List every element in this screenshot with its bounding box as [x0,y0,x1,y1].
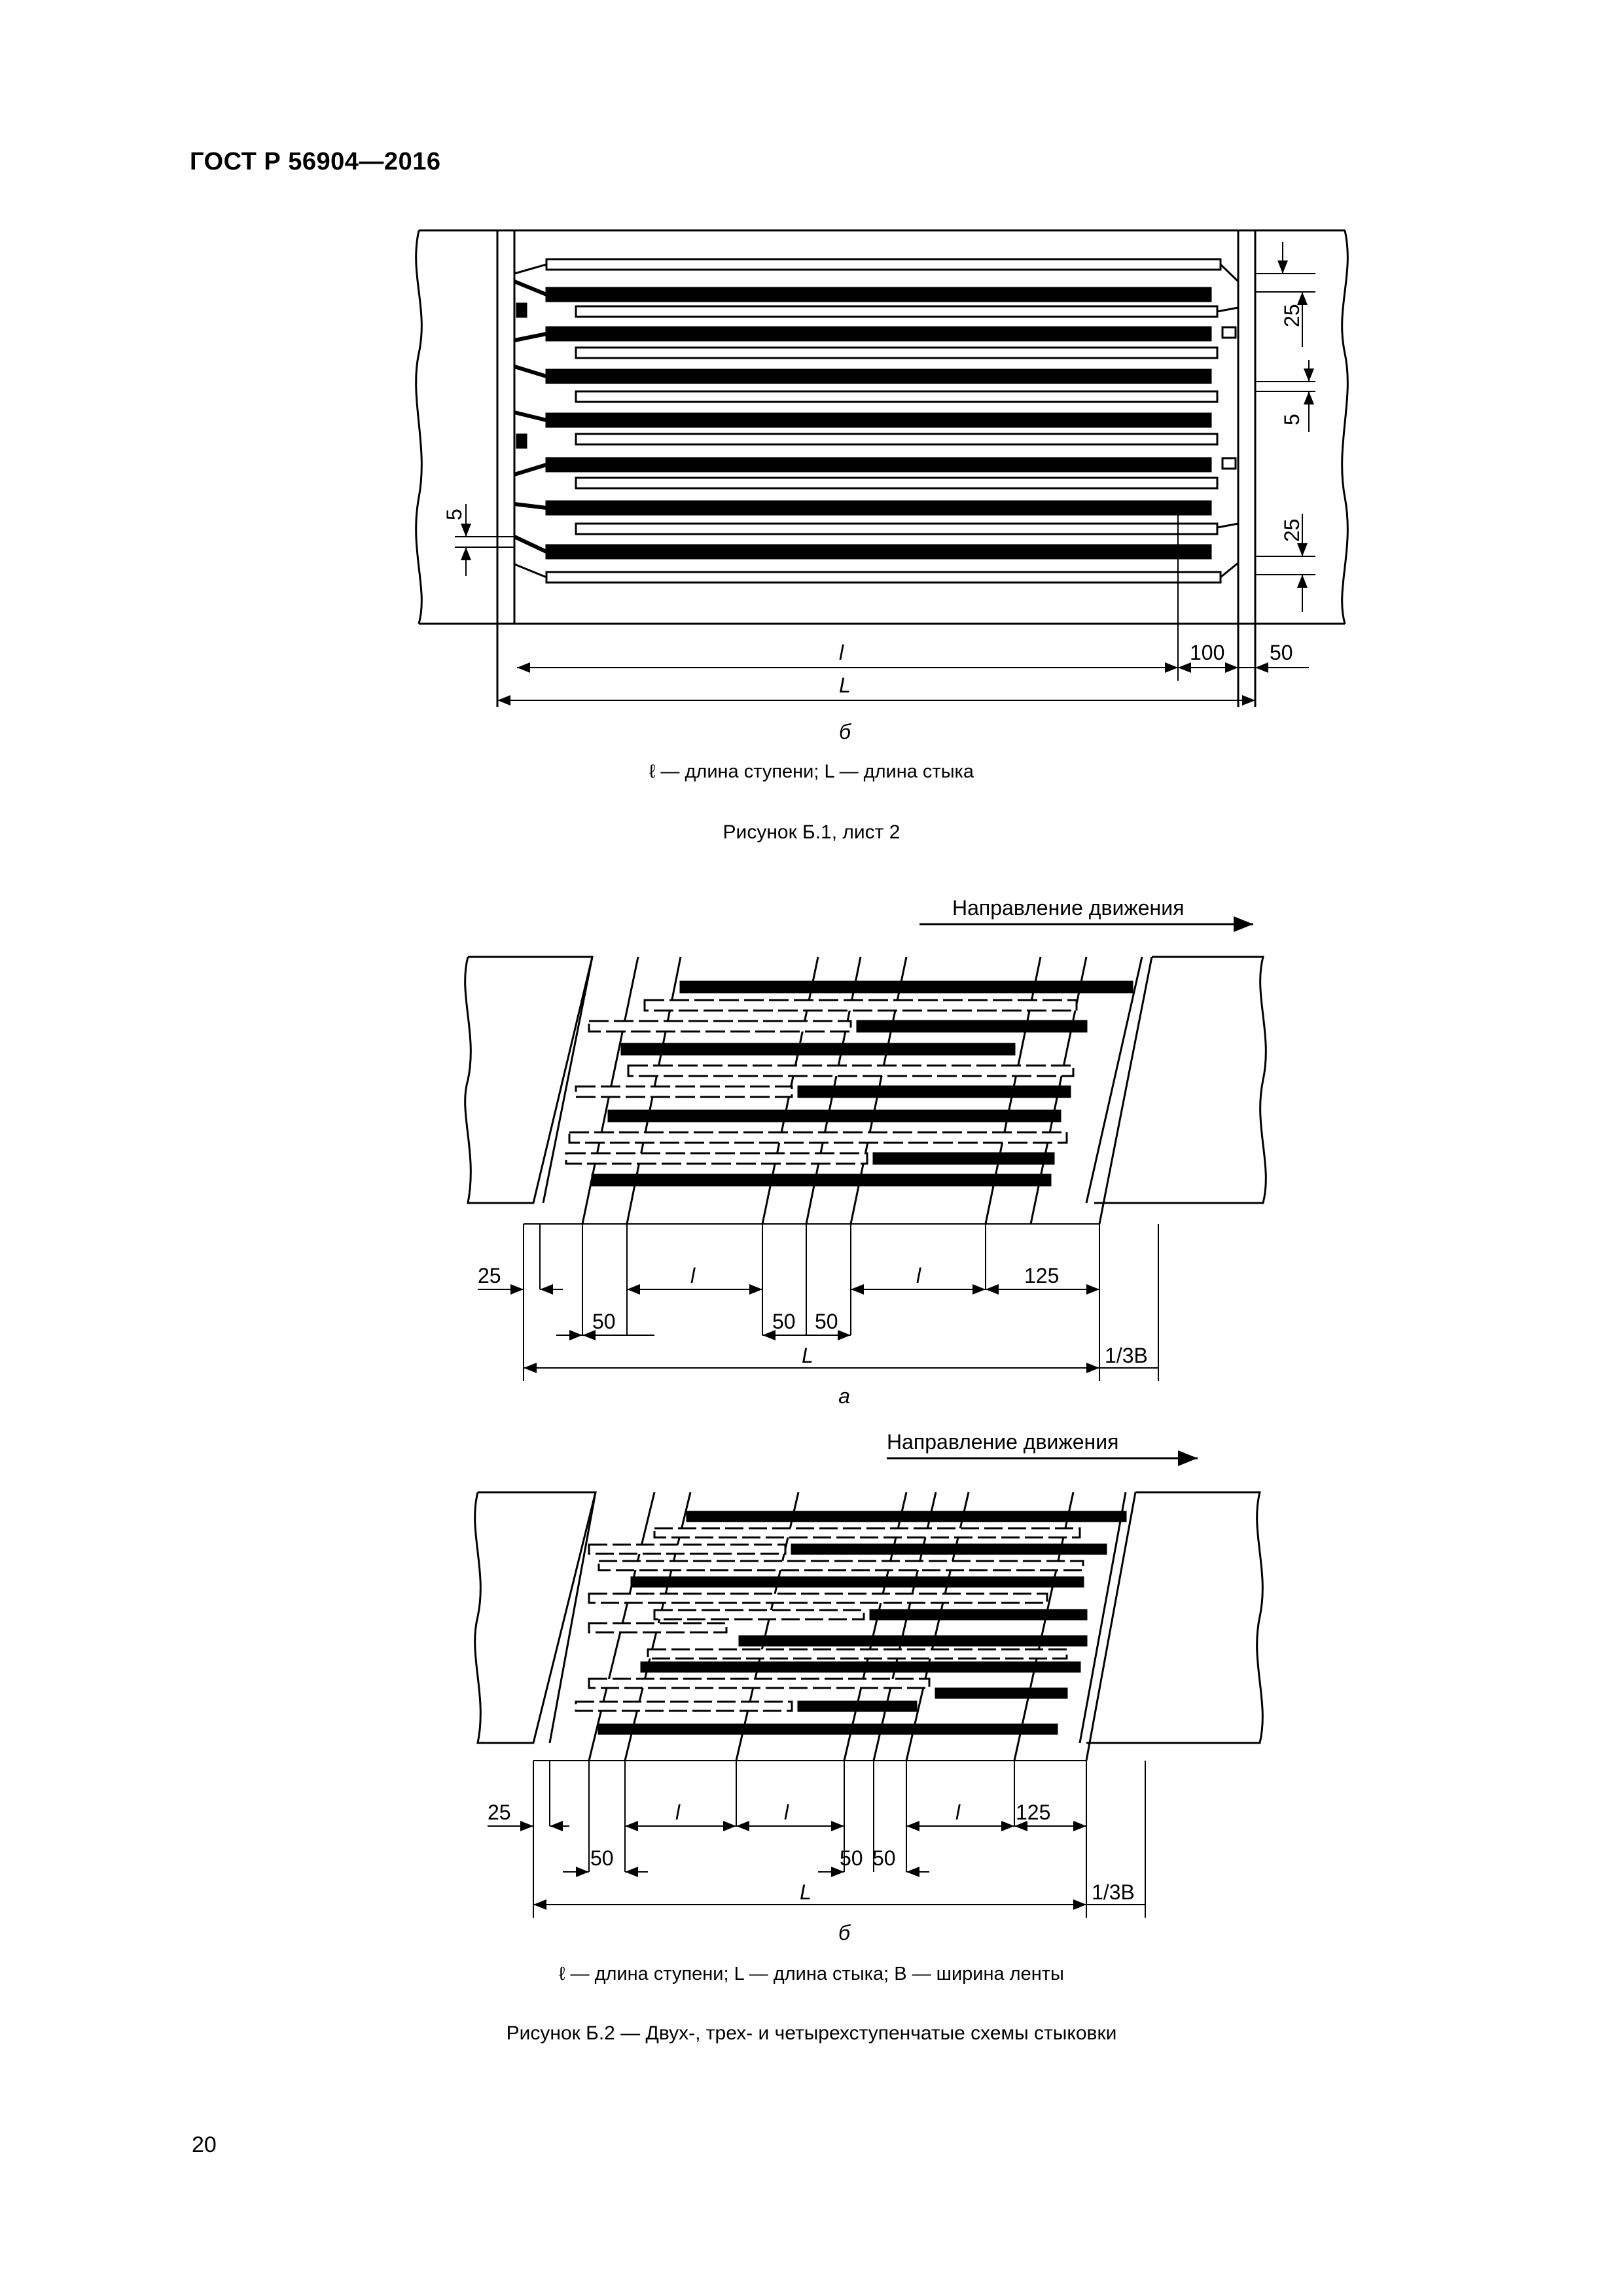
fig2b-dim-50-left: 50 [590,1846,614,1870]
dim-5-right: 5 [1280,414,1304,425]
fig2b-direction-label: Направление движения [887,1430,1118,1454]
dim-25-bottom: 25 [1280,518,1304,542]
fig2b-dim-50-mid2: 50 [872,1846,896,1870]
fig2b-dim-l1: l [675,1801,681,1824]
fig2a-dim-l2: l [916,1264,921,1287]
figure-b1-drawing: 25 5 25 5 l 100 50 L [415,229,1349,707]
fig2a-dim-50-left: 50 [592,1310,616,1333]
fig2b-dim-b3: 1/3B [1092,1880,1135,1904]
figure1-caption: Рисунок Б.1, лист 2 [722,821,901,843]
dim-5-left: 5 [442,509,466,520]
fig2b-dim-l2: l [784,1801,789,1824]
fig2a-dim-l1: l [690,1264,696,1287]
figure2-legend: ℓ — длина ступени; L — длина стыка; B — … [559,1964,1064,1984]
fig2a-dim-joint: L [802,1344,813,1367]
dim-100: 100 [1190,641,1224,664]
dim-50: 50 [1270,641,1293,664]
fig2a-dim-50-mid1: 50 [772,1310,796,1333]
fig2b-dim-125: 125 [1016,1801,1050,1824]
figure1-sublabel: б [839,720,851,744]
fig2b-dim-l3: l [955,1801,961,1824]
fig2a-dim-b3: 1/3B [1105,1344,1148,1367]
dim-step-length: l [839,641,844,664]
figure2b-sublabel: б [838,1921,850,1945]
figure2a-sublabel: а [838,1384,850,1408]
fig2a-dim-25: 25 [478,1264,501,1287]
fig2a-dim-125: 125 [1024,1264,1059,1287]
fig2a-dim-50-mid2: 50 [815,1310,838,1333]
dim-joint-length: L [839,673,851,697]
fig2b-dim-25: 25 [488,1801,511,1824]
figure2-caption: Рисунок Б.2 — Двух-, трех- и четырехступ… [506,2022,1117,2044]
fig2b-dim-50-mid1: 50 [840,1846,863,1870]
page-number: 20 [192,2132,217,2157]
fig2b-dim-joint: L [800,1880,812,1904]
document-code: ГОСТ Р 56904—2016 [190,148,441,175]
fig2a-direction-label: Направление движения [952,896,1184,920]
figure1-legend: ℓ — длина ступени; L — длина стыка [649,761,974,782]
dim-25-top: 25 [1280,304,1304,327]
